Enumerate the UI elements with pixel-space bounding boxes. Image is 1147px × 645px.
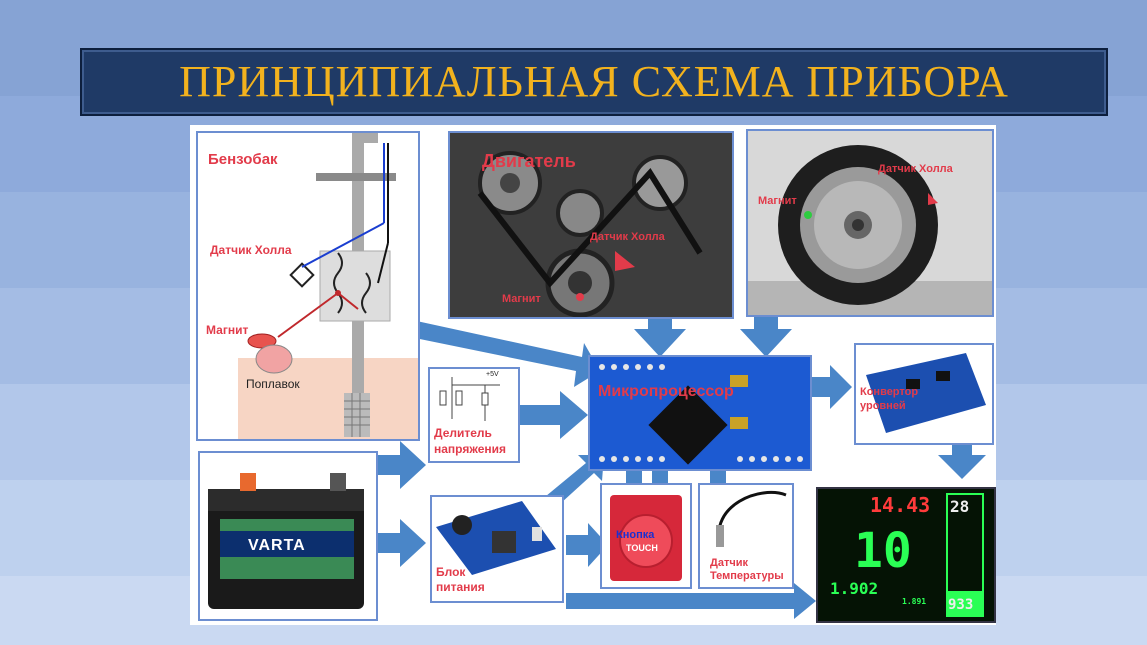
converter-board <box>866 353 986 433</box>
engine-drawing <box>450 133 732 317</box>
display-top-value: 14.43 <box>870 493 931 517</box>
button-label: Кнопка <box>616 529 655 541</box>
schematic-board: Бензобак Датчик Холла Магнит Поплавок Дв… <box>190 125 996 625</box>
arrow-tank-mcu <box>410 320 600 387</box>
tank-label: Бензобак <box>208 151 278 168</box>
mcu-label: Микропроцессор <box>598 383 734 400</box>
temp-panel: Датчик Температуры <box>698 483 794 589</box>
arrow-engine-mcu <box>634 313 686 357</box>
display-bottom-value: 1.902 <box>830 579 879 598</box>
divider-label: Делитель напряжения <box>434 426 506 456</box>
arrow-divider-mcu <box>516 391 588 439</box>
arrow-power-button <box>566 523 608 567</box>
mcu-panel: Микропроцессор <box>588 355 812 471</box>
battery-brand: VARTA <box>248 537 306 554</box>
converter-label: Конвертор уровней <box>860 386 919 412</box>
tank-hall-label: Датчик Холла <box>210 243 292 257</box>
wheel-panel: Датчик Холла Магнит <box>746 129 994 317</box>
wheel-drawing <box>748 131 992 315</box>
divider-circuit <box>439 377 500 421</box>
display-main-value: 10 <box>854 523 912 579</box>
arrow-wheel-mcu <box>740 313 792 357</box>
divider-voltage-label: +5V <box>486 371 499 378</box>
arrow-converter-display <box>938 437 986 479</box>
wheel-magnet-label: Магнит <box>758 195 797 207</box>
display-bar-fill <box>948 591 982 615</box>
display-bar-bottom: 933 <box>948 597 974 613</box>
display-bar-frame <box>946 493 984 617</box>
tank-float-label: Поплавок <box>246 377 300 391</box>
engine-hall-label: Датчик Холла <box>590 231 665 243</box>
display-small-value: 1.891 <box>902 597 927 606</box>
power-panel: Блок питания <box>430 495 564 603</box>
button-module <box>610 495 682 581</box>
wheel-hall-label: Датчик Холла <box>878 163 953 175</box>
button-panel: Кнопка TOUCH <box>600 483 692 589</box>
tank-drawing <box>238 133 418 439</box>
arrow-mcu-converter <box>810 365 852 409</box>
button-touch-label: TOUCH <box>626 543 658 553</box>
engine-magnet-label: Магнит <box>502 293 541 305</box>
arrow-power-display <box>566 583 816 619</box>
display-bar-top: 28 <box>950 497 970 516</box>
engine-label: Двигатель <box>482 151 576 171</box>
power-label: Блок питания <box>436 565 485 594</box>
battery-drawing <box>208 473 364 609</box>
arrow-battery-power <box>376 519 426 567</box>
title-banner: ПРИНЦИПИАЛЬНАЯ СХЕМА ПРИБОРА <box>80 48 1108 116</box>
mcu-board <box>590 357 810 469</box>
arrow-battery-divider <box>376 441 426 489</box>
engine-panel: Двигатель Датчик Холла Магнит <box>448 131 734 319</box>
tank-panel: Бензобак Датчик Холла Магнит Поплавок <box>196 131 420 441</box>
converter-panel: Конвертор уровней <box>854 343 994 445</box>
temp-label: Датчик Температуры <box>710 557 784 582</box>
battery-panel: VARTA <box>198 451 378 621</box>
page-title: ПРИНЦИПИАЛЬНАЯ СХЕМА ПРИБОРА <box>179 57 1009 106</box>
power-board <box>436 501 556 575</box>
temp-probe <box>716 490 787 547</box>
display-panel: 14.43 10 1.902 1.891 28 933 <box>816 487 996 623</box>
divider-panel: +5V Делитель напряжения <box>428 367 520 463</box>
tank-magnet-label: Магнит <box>206 323 249 337</box>
